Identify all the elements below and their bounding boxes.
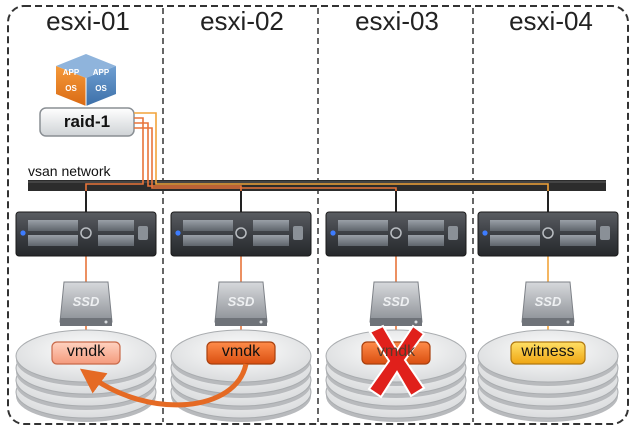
ssd-icon: SSD xyxy=(59,281,113,326)
vm-os-label: OS xyxy=(95,84,107,93)
component-label-esxi-03: vmdk xyxy=(376,343,416,360)
server-icon xyxy=(477,211,619,257)
ssd-icon: SSD xyxy=(369,281,423,326)
svg-text:SSD: SSD xyxy=(228,294,255,309)
host-label-esxi-04: esxi-04 xyxy=(509,6,593,36)
vm-app-label: APP xyxy=(62,68,80,77)
raid-1-label: raid-1 xyxy=(63,112,111,131)
cluster-boundary xyxy=(7,5,629,425)
component-rebuilding xyxy=(51,341,121,365)
component-active xyxy=(206,341,276,365)
resync-arrow-icon xyxy=(79,363,249,408)
host-label-esxi-03: esxi-03 xyxy=(355,6,439,36)
svg-text:SSD: SSD xyxy=(535,294,562,309)
component-label-esxi-02: vmdk xyxy=(221,343,261,360)
component-witness xyxy=(510,341,586,365)
raid-1-object xyxy=(39,107,135,137)
vsan-network-bar xyxy=(28,180,606,191)
component-label-esxi-04: witness xyxy=(521,343,575,360)
network-links xyxy=(85,191,549,212)
server-icon xyxy=(15,211,157,257)
ssd-icon: SSD xyxy=(521,281,575,326)
failure-x-icon xyxy=(367,324,426,399)
vm-os-label: OS xyxy=(65,84,77,93)
virtual-machine-icon xyxy=(56,54,116,106)
host-label-esxi-02: esxi-02 xyxy=(200,6,284,36)
vsan-network-label: vsan network xyxy=(28,163,111,179)
host-label-esxi-01: esxi-01 xyxy=(46,6,130,36)
ssd-icon: SSD xyxy=(214,281,268,326)
svg-text:SSD: SSD xyxy=(383,294,410,309)
svg-text:SSD: SSD xyxy=(73,294,100,309)
disk-stack xyxy=(325,329,467,422)
server-icon xyxy=(325,211,467,257)
vm-app-label: APP xyxy=(92,68,110,77)
server-icon xyxy=(170,211,312,257)
disk-stack xyxy=(170,329,312,422)
component-label-esxi-01: vmdk xyxy=(66,343,106,360)
